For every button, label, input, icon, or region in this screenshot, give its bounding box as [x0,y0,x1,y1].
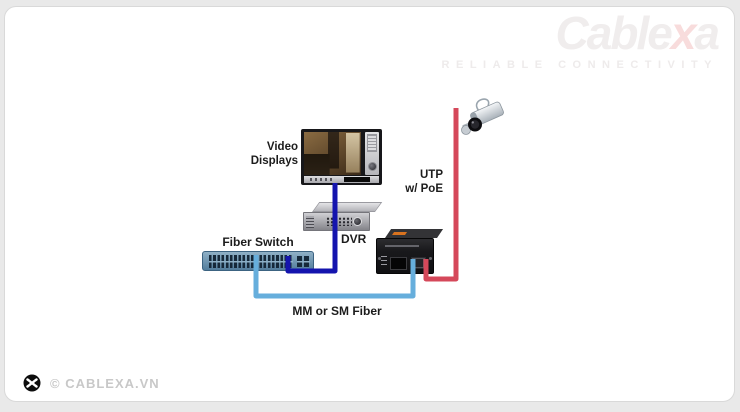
brand-logo-text-left: Cable [555,7,673,59]
monitor-bottom-strip [304,176,379,183]
converter-screw-left [378,257,381,260]
dvr-top-face [312,202,383,212]
media-converter-icon [376,229,444,275]
converter-fiber-port [390,257,407,270]
converter-rj45-port [411,257,426,269]
dvr-buttons [326,217,352,226]
label-video-line2: Displays [250,154,298,167]
switch-uplink-ports [297,256,310,267]
dvr-vent [306,216,314,228]
brand-logo: Cablexa RELIABLE CONNECTIVITY [441,7,720,72]
converter-top-face [385,229,444,238]
brand-logo-text-right: a [694,7,720,59]
monitor-screen [304,132,361,175]
cctv-camera-icon [457,97,511,141]
label-video-line1: Video [266,141,298,153]
dvr-icon [303,202,383,233]
monitor-buttons [310,178,334,181]
cctv-camera-drawing [461,98,504,135]
converter-rj45-inner [414,259,423,267]
monitor-panel-vent [367,134,377,152]
page-card: Cablexa RELIABLE CONNECTIVITY [4,6,735,402]
converter-label-text [385,245,419,247]
footer-copyright: © CABLEXA.VN [50,375,160,391]
monitor-label-plate [344,177,370,182]
video-monitor-icon [301,129,382,185]
dvr-front-panel [303,212,370,231]
cablexa-footer-logo-icon [23,374,41,392]
monitor-knob [367,162,377,171]
converter-brand-mark [392,232,408,235]
label-fiber-switch: Fiber Switch [222,235,294,249]
brand-logo-text: Cablexa [442,7,720,59]
brand-logo-text-accent: x [670,7,697,59]
label-dvr: DVR [341,232,367,246]
footer: © CABLEXA.VN [23,374,160,392]
converter-front-panel [376,238,434,274]
dvr-knob [353,217,362,226]
converter-leds [381,253,387,265]
converter-screw-right [429,257,432,260]
switch-port-bank [209,255,293,268]
label-fiber-link: MM or SM Fiber [292,304,382,318]
fiber-switch-icon [202,251,314,271]
monitor-control-panel [365,132,379,175]
label-video-displays: Video Displays [185,141,298,169]
brand-tagline: RELIABLE CONNECTIVITY [441,59,718,72]
